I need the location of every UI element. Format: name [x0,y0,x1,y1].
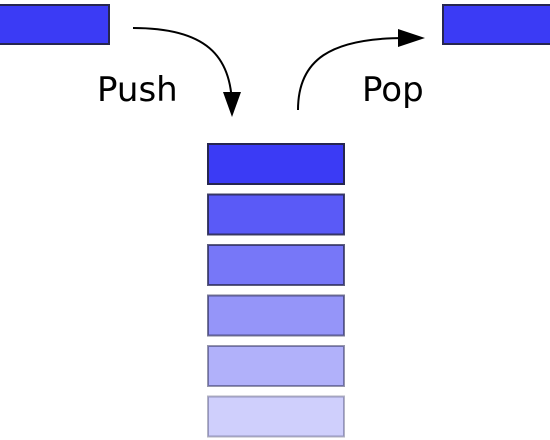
stack-item-2 [207,193,345,236]
push-arrowhead [223,92,241,117]
pop-arrow [297,37,406,111]
push-arrow [132,27,233,109]
push-label: Push [97,70,178,110]
stack [207,143,345,438]
pop-block [442,4,550,45]
pop-arrowhead [398,29,425,47]
pop-label: Pop [362,70,424,110]
stack-item-1 [207,143,345,185]
stack-item-4 [207,294,345,337]
stack-item-6 [207,395,345,438]
stack-item-3 [207,244,345,286]
stack-item-5 [207,345,345,387]
push-block [0,4,110,45]
